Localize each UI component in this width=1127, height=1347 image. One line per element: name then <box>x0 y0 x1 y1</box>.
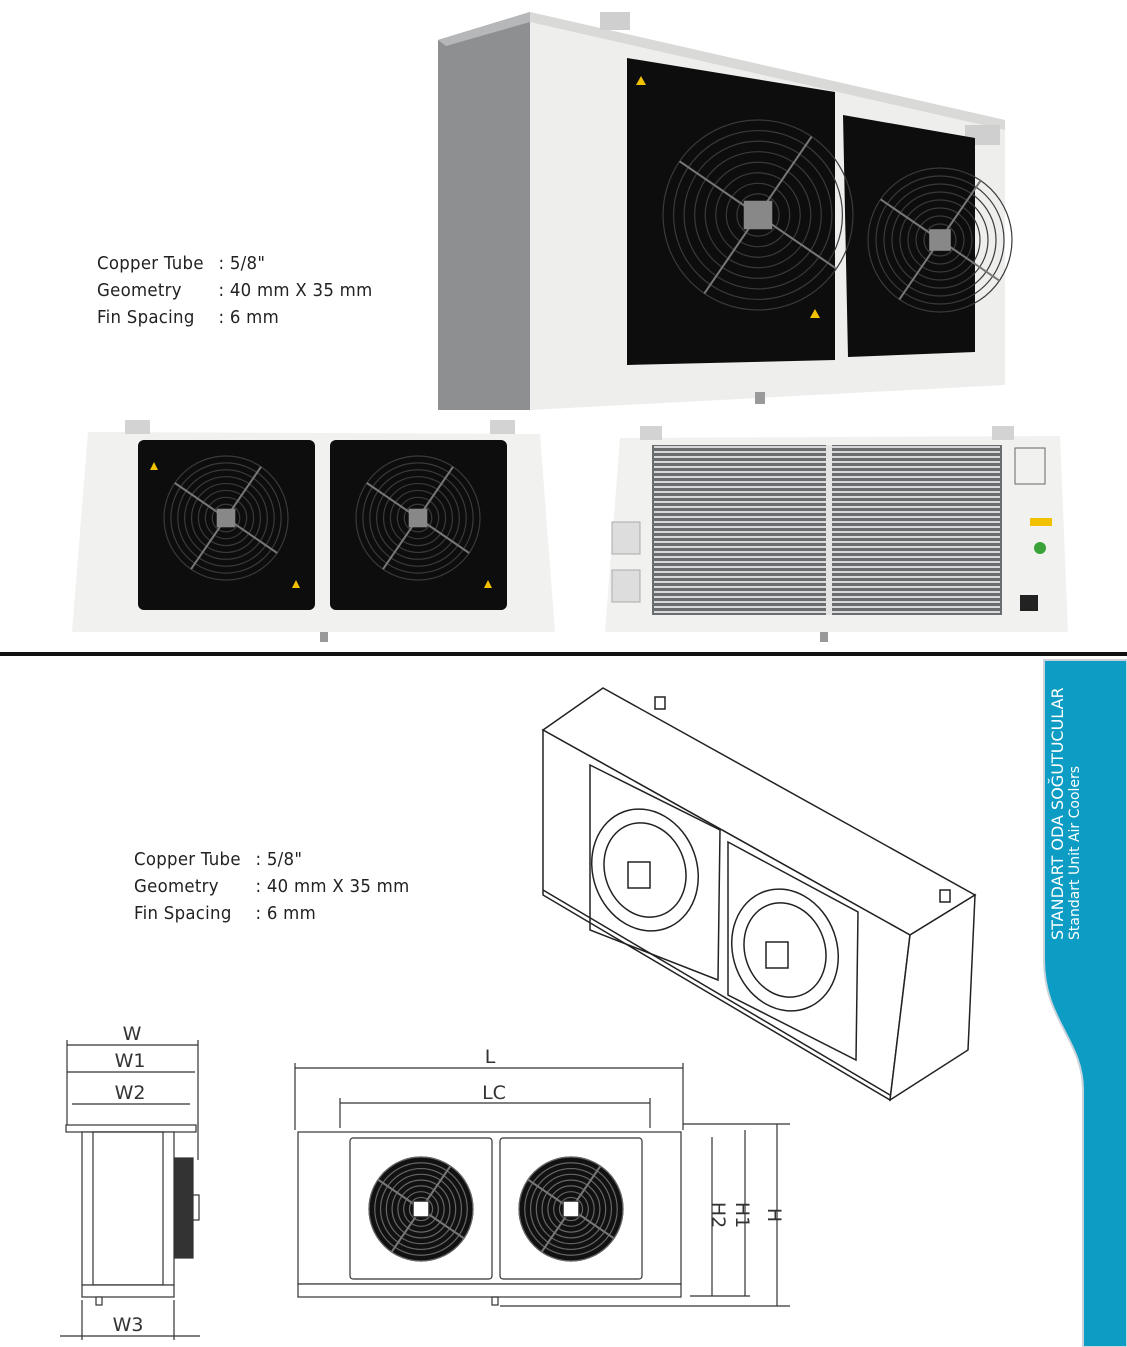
spec-value: : 6 mm <box>255 903 317 924</box>
spec-label: Geometry <box>97 280 182 301</box>
spec-label: Geometry <box>134 876 219 897</box>
spec-value: : 6 mm <box>218 307 280 328</box>
fan-icon <box>368 1156 474 1262</box>
side-tab-title: STANDART ODA SOĞUTUCULAR <box>1048 687 1067 940</box>
dim-label-h: H <box>763 1208 785 1222</box>
product-photo-coil <box>605 426 1068 642</box>
dim-label-w: W <box>123 1023 142 1045</box>
spec-value: : 40 mm X 35 mm <box>255 876 410 897</box>
specs-top: Copper Tube : 5/8" Geometry : 40 mm X 35 m… <box>97 250 372 331</box>
fan-icon <box>163 455 289 581</box>
product-photo-main <box>438 12 1013 410</box>
side-tab <box>1043 659 1127 1347</box>
spec-label: Fin Spacing <box>97 307 195 328</box>
fan-icon <box>518 1156 624 1262</box>
dim-label-h2: H2 <box>707 1202 729 1228</box>
side-tab-text: STANDART ODA SOĞUTUCULAR Standart Unit A… <box>1048 687 1084 940</box>
fan-1 <box>662 119 854 311</box>
spec-value: : 5/8" <box>255 849 303 870</box>
dim-label-w2: W2 <box>115 1082 146 1104</box>
dim-label-w3: W3 <box>113 1314 144 1336</box>
dim-label-h1: H1 <box>731 1202 753 1228</box>
dim-label-l: L <box>485 1046 496 1068</box>
spec-label: Copper Tube <box>97 253 204 274</box>
spec-value: : 5/8" <box>218 253 266 274</box>
spec-label: Copper Tube <box>134 849 241 870</box>
specs-bottom: Copper Tube : 5/8" Geometry : 40 mm X 35 m… <box>134 846 409 927</box>
fan-2 <box>867 167 1013 313</box>
section-divider <box>0 652 1127 656</box>
dim-label-w1: W1 <box>115 1050 146 1072</box>
dim-label-lc: LC <box>482 1082 506 1104</box>
side-tab-subtitle: Standart Unit Air Coolers <box>1067 765 1083 940</box>
spec-value: : 40 mm X 35 mm <box>218 280 373 301</box>
spec-label: Fin Spacing <box>134 903 232 924</box>
product-photo-front <box>72 420 555 642</box>
fan-icon <box>355 455 481 581</box>
